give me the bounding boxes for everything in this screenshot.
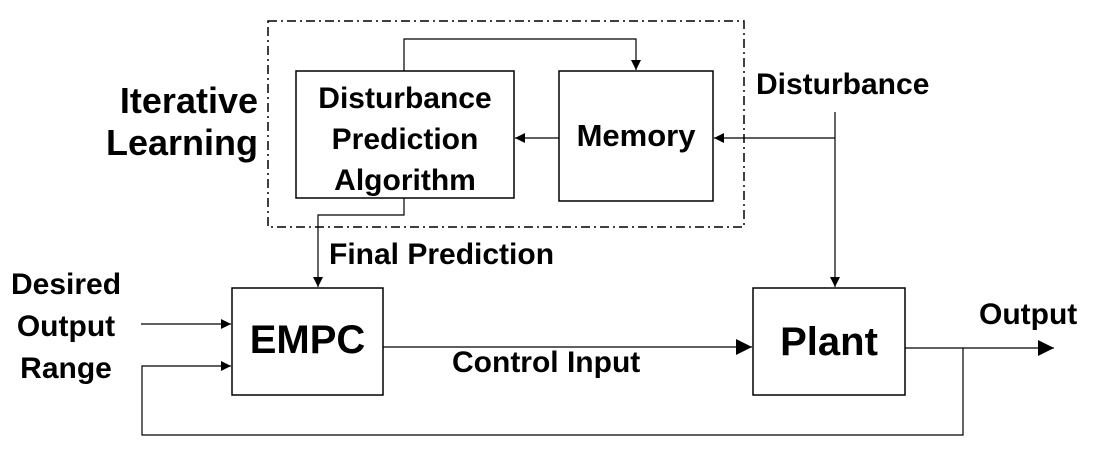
disturbance-prediction-label: Disturbance Prediction Algorithm [296,78,514,201]
iterative-learning-boundary [267,20,745,228]
memory-label: Memory [576,118,696,153]
disturbance-prediction-block [295,70,515,199]
desired-line1: Desired [10,268,122,301]
desired-output-range-label: Desired Output Range [4,264,128,390]
prediction-to-memory-arrow [403,38,641,71]
desired-line3: Range [20,352,112,385]
disturbance-prediction-line1: Disturbance [318,82,492,115]
output-label: Output [979,298,1078,331]
disturbance-prediction-line2: Prediction [331,123,479,156]
disturbance-label: Disturbance [756,68,930,101]
plant-label: Plant [780,320,878,364]
desired-line2: Output [16,310,116,343]
disturbance-prediction-line3: Algorithm [334,164,476,197]
plant-block [752,287,906,396]
memory-block [558,70,714,202]
final-prediction-arrow [313,198,405,287]
iterative-learning-line1: Iterative [119,80,258,121]
output-feedback-arrow [141,348,964,436]
empc-block [231,287,384,396]
empc-label: EMPC [249,318,366,362]
iterative-learning-label: Iterative Learning [70,80,258,164]
iterative-learning-line2: Learning [105,122,258,163]
control-input-label: Control Input [452,346,641,379]
final-prediction-label: Final Prediction [329,238,555,271]
